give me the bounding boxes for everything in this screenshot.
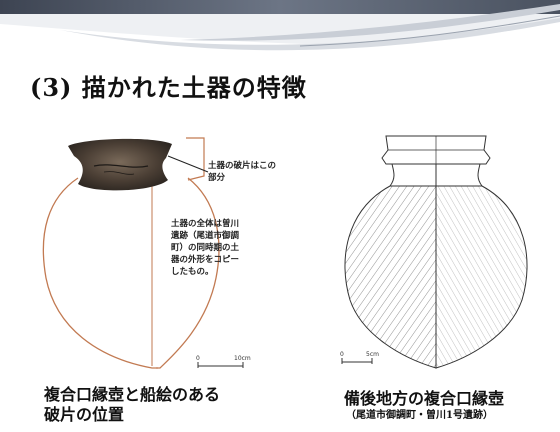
right-caption-line1: 備後地方の複合口縁壺 — [344, 389, 505, 408]
scale-ten-label: 10cm — [234, 355, 251, 362]
shard-location-note: 土器の破片はこの部分 — [208, 161, 277, 183]
jar-outline-figure: 0 10cm — [42, 137, 251, 369]
bingo-jar-drawing: 0 5cm — [340, 135, 528, 369]
scale-zero-label-right: 0 — [340, 351, 344, 358]
left-caption-line2: 破片の位置 — [44, 405, 125, 424]
right-caption-line2: （尾道市御調町・曽川1号遺跡） — [346, 410, 493, 421]
pottery-shard-photo — [68, 138, 172, 191]
scale-five-label-right: 5cm — [366, 351, 379, 358]
header-band — [0, 0, 560, 51]
jar-source-note: 土器の全体は曽川遺跡（尾道市御調町）の同時期の土器の外形をコピーしたもの。 — [171, 219, 240, 277]
left-caption-line1: 複合口縁壺と船絵のある — [44, 385, 221, 404]
scale-zero-label: 0 — [196, 355, 200, 362]
slide-title: (3) 描かれた土器の特徴 — [30, 73, 307, 102]
